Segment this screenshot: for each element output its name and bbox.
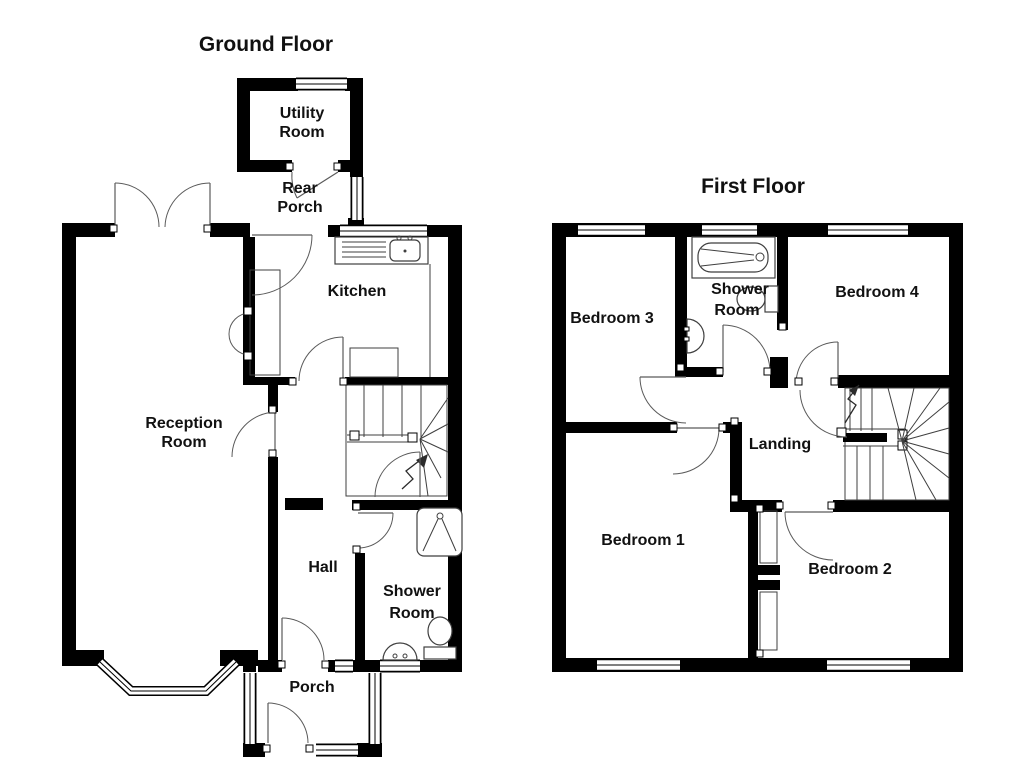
- french-doors: [114, 182, 211, 228]
- gf-basin-icon: [382, 642, 418, 661]
- stairs-direction-arrow: [401, 460, 420, 490]
- first-floor-doors: [639, 324, 848, 561]
- reception-room-label-2: Room: [161, 434, 206, 451]
- ff-toilet-icon: [736, 285, 779, 313]
- rear-porch-label-1: Rear: [282, 180, 318, 197]
- reception-room-label-1: Reception: [145, 415, 222, 432]
- kitchen-label: Kitchen: [328, 283, 387, 300]
- bedroom2-label: Bedroom 2: [808, 561, 892, 578]
- gf-toilet-icon: [423, 616, 457, 660]
- kitchen-sink-counter: [334, 235, 429, 265]
- rear-porch-door: [251, 234, 313, 296]
- rear-porch-label-2: Porch: [277, 199, 322, 216]
- stairs-arrow-head: [416, 454, 428, 468]
- ground-floor-staircase: [345, 384, 449, 497]
- understairs-door: [374, 451, 421, 498]
- first-floor-labels: First Floor Bedroom 3 Shower Room Bedroo…: [570, 175, 919, 578]
- bedroom1-label: Bedroom 1: [601, 532, 685, 549]
- bedroom2-door: [784, 511, 834, 561]
- bedroom3-label: Bedroom 3: [570, 310, 654, 327]
- gf-shower-room-label-1: Shower: [383, 583, 441, 600]
- hall-front-door: [281, 617, 325, 661]
- bedroom4-door: [795, 341, 848, 438]
- first-floor-hinge-caps: [669, 322, 839, 510]
- bay-window: [96, 658, 240, 696]
- ff-shower-room-label-1: Shower: [711, 281, 769, 298]
- stairs-top-cupboard: [349, 347, 399, 378]
- ff-basin-icon: [683, 318, 705, 354]
- ground-floor-hinge-caps: [109, 162, 361, 753]
- ff-shower-room-label-2: Room: [714, 302, 759, 319]
- reception-cupboard-bifold-doors: [228, 306, 253, 361]
- bedroom2-wardrobes: [755, 504, 778, 658]
- bedroom1-door: [672, 427, 720, 475]
- first-floor-windows: [578, 223, 910, 672]
- ground-floor-title: Ground Floor: [199, 33, 333, 56]
- utility-door: [291, 171, 339, 199]
- bedroom4-label: Bedroom 4: [835, 284, 919, 301]
- ground-floor-labels: Ground Floor Utility Room Rear Porch Kit…: [145, 33, 441, 696]
- utility-room-label-1: Utility: [280, 105, 325, 122]
- landing-label: Landing: [749, 436, 811, 453]
- gf-shower-room-door: [357, 512, 394, 549]
- utility-room-label-2: Room: [279, 124, 324, 141]
- bedroom3-door: [639, 376, 687, 424]
- gf-shower-tray-icon: [416, 507, 463, 557]
- ff-bath-icon: [691, 236, 776, 279]
- first-floor-staircase: [836, 384, 950, 501]
- porch-label: Porch: [289, 679, 334, 696]
- kitchen-door: [298, 336, 344, 382]
- ground-floor-doors: [114, 171, 421, 744]
- gf-shower-room-label-2: Room: [389, 605, 434, 622]
- hall-label: Hall: [308, 559, 337, 576]
- porch-front-door: [267, 702, 309, 744]
- ground-floor-windows: [96, 77, 427, 757]
- ff-shower-room-door: [722, 324, 771, 373]
- kitchen-unit: [249, 269, 281, 376]
- ground-floor-plan: Ground Floor Utility Room Rear Porch Kit…: [62, 33, 463, 757]
- ff-stairs-arrow-head: [849, 385, 859, 396]
- first-floor-plan: First Floor Bedroom 3 Shower Room Bedroo…: [552, 175, 963, 672]
- first-floor-title: First Floor: [701, 175, 805, 198]
